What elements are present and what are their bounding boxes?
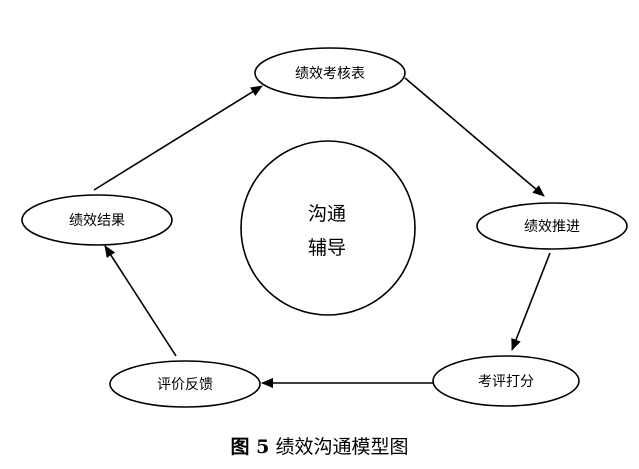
node-bottom-right: 考评打分 xyxy=(432,355,580,407)
figure-title: 绩效沟通模型图 xyxy=(275,436,409,458)
node-left: 绩效结果 xyxy=(21,194,173,246)
figure-number: 图 5 xyxy=(230,436,270,458)
node-bottom-left: 评价反馈 xyxy=(109,360,261,408)
node-right: 绩效推进 xyxy=(476,202,628,250)
node-left-shape xyxy=(21,194,173,246)
arrow-top-to-right xyxy=(404,77,545,197)
arrow-right-to-bottom-right xyxy=(511,252,551,351)
figure-caption: 图 5 绩效沟通模型图 xyxy=(0,432,639,459)
center-label-line1: 沟通 xyxy=(308,203,346,225)
node-top-shape xyxy=(254,47,406,99)
center-node: 沟通 辅导 xyxy=(240,140,416,316)
center-label-line2: 辅导 xyxy=(308,237,346,259)
node-bottom-right-shape xyxy=(432,355,580,407)
node-top-label: 绩效考核表 xyxy=(295,66,365,82)
node-right-label: 绩效推进 xyxy=(524,219,580,235)
center-circle xyxy=(240,140,416,316)
node-bottom-right-label: 考评打分 xyxy=(478,373,534,390)
arrow-left-to-top xyxy=(93,85,263,191)
node-right-shape xyxy=(476,202,628,250)
node-left-label: 绩效结果 xyxy=(69,213,125,229)
node-top: 绩效考核表 xyxy=(254,47,406,99)
arrow-bottom-left-to-left xyxy=(104,245,177,357)
node-bottom-left-shape xyxy=(109,360,261,408)
node-bottom-left-label: 评价反馈 xyxy=(157,377,213,393)
